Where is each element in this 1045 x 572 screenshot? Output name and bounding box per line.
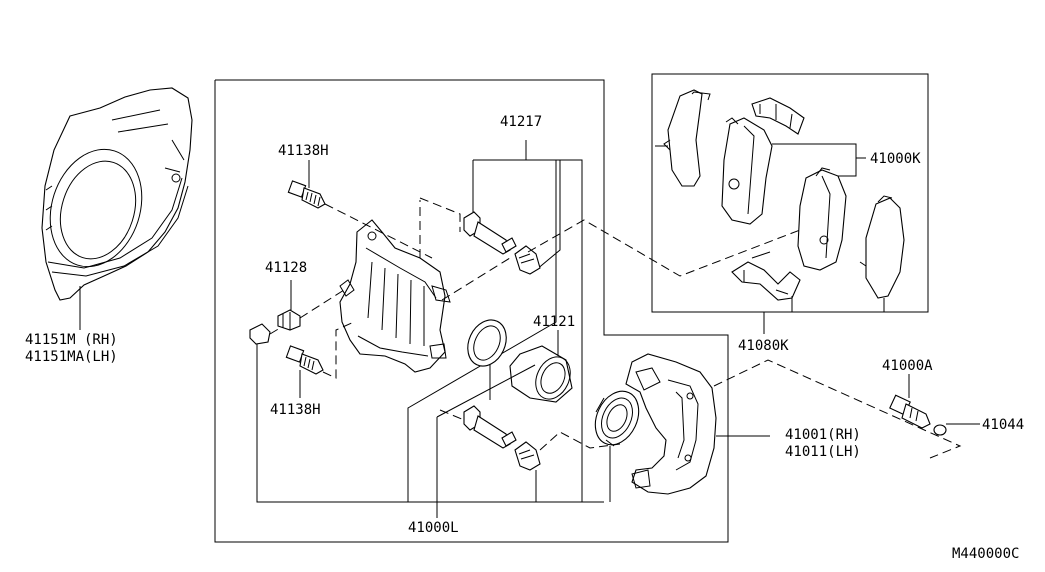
- pin-mounting-path-upper: [419, 197, 461, 232]
- pad-clip-upper: [751, 97, 805, 135]
- drawing-code: M440000C: [952, 546, 1019, 562]
- leader-41000l: [436, 364, 536, 518]
- washer-41044: [933, 423, 980, 436]
- label-41044: 41044: [982, 417, 1024, 433]
- label-41080k: 41080K: [738, 338, 789, 354]
- bleeder-screw-41128: [277, 280, 345, 331]
- label-41000l: 41000L: [408, 520, 459, 536]
- brake-pad-outer: [721, 117, 773, 225]
- label-41217: 41217: [500, 114, 542, 130]
- bleeder-cap: [249, 323, 604, 503]
- guide-bolt-41138h-bottom: [285, 321, 355, 398]
- label-41121: 41121: [533, 314, 575, 330]
- label-41001-rh: 41001(RH): [785, 427, 861, 443]
- pin-kit-41217: [407, 140, 801, 502]
- piston-41121: [509, 330, 573, 403]
- pad-clip-lower: [731, 251, 801, 301]
- label-41151ma-lh: 41151MA(LH): [25, 349, 118, 365]
- dust-shield: [41, 87, 193, 330]
- pad-kit-frame: [651, 73, 929, 313]
- label-41151m-rh: 41151M (RH): [25, 332, 118, 348]
- piston-boot: [594, 390, 640, 502]
- caliper-assembly-frame: [214, 79, 729, 543]
- guide-bolt-41138h-top: [287, 160, 433, 259]
- label-41000a: 41000A: [882, 358, 933, 374]
- piston-seal: [467, 319, 507, 367]
- mounting-bolt-41000a: [889, 374, 931, 429]
- label-41128: 41128: [265, 260, 307, 276]
- label-41138h-bottom: 41138H: [270, 402, 321, 418]
- label-41138h-top: 41138H: [278, 143, 329, 159]
- label-41011-lh: 41011(LH): [785, 444, 861, 460]
- bolt-mounting-path: [713, 359, 962, 459]
- label-41000k: 41000K: [870, 151, 921, 167]
- pad-kit-leaders: [763, 143, 885, 334]
- pad-shim-inner: [859, 195, 905, 299]
- torque-member: [625, 353, 770, 495]
- pad-shim-outer: [655, 89, 711, 187]
- brake-pad-inner: [797, 167, 847, 271]
- caliper-body: [339, 219, 451, 373]
